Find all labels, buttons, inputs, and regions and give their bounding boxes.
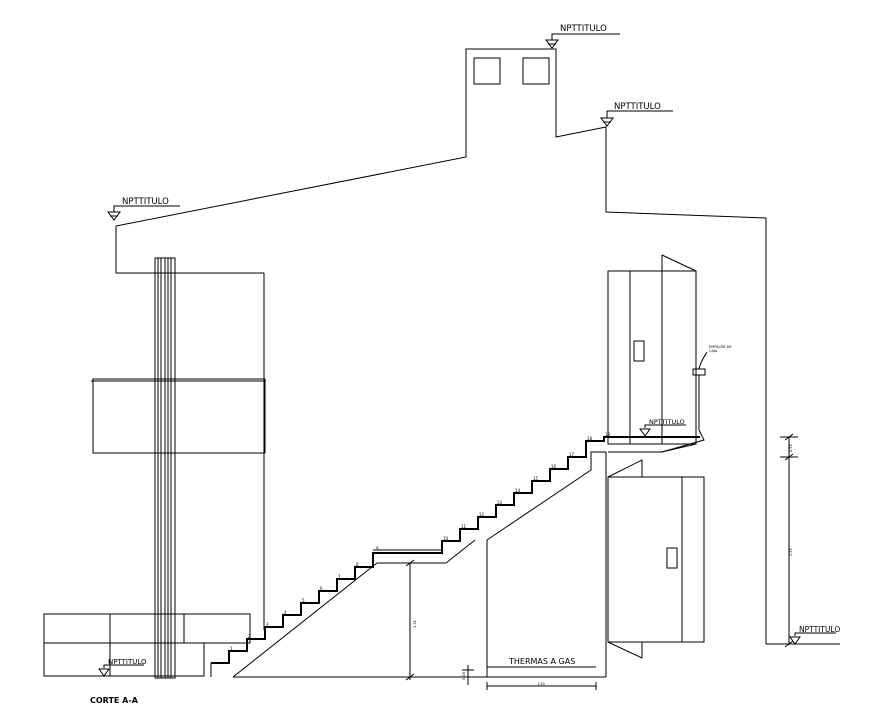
staircase — [210, 436, 700, 678]
step-number: 8 — [356, 562, 359, 567]
right-building-lower — [605, 452, 705, 677]
level-label-right-floor: NPTTITULO — [799, 625, 840, 634]
level-marker-right-floor: NPTTITULO — [789, 625, 840, 645]
section-title: CORTE A-A — [90, 696, 139, 705]
step-number: 3 — [266, 622, 269, 627]
step-numbers: 1 2 3 4 5 6 7 8 9 10 11 12 13 14 15 16 1… — [230, 432, 611, 651]
level-label-left-roof: NPTTITULO — [122, 197, 169, 207]
step-number: 4 — [284, 610, 287, 615]
step-number: 7 — [338, 574, 341, 579]
step-number: 11 — [461, 524, 467, 529]
step-number: 14 — [515, 488, 521, 493]
step-number: 12 — [479, 512, 485, 517]
dimension-floor-offset: 0.19 — [462, 665, 474, 685]
level-label-top: NPTTITULO — [560, 24, 607, 34]
level-marker-left-floor: NPTTITULO — [98, 658, 147, 677]
dimension-label: 0.55 — [789, 444, 793, 452]
step-number: 15 — [533, 476, 539, 481]
dimension-right-vertical: 0.55 2.55 — [780, 433, 798, 648]
level-label-right-roof: NPTTITULO — [614, 102, 661, 112]
dimension-label: 1.50 — [537, 682, 545, 686]
step-number: 1 — [230, 646, 233, 651]
tower-windows — [473, 57, 550, 85]
step-number: 5 — [302, 598, 305, 603]
left-building — [43, 272, 266, 677]
level-marker-landing: NPTTITULO — [639, 418, 686, 437]
step-number: 18 — [587, 436, 593, 441]
step-number: 16 — [551, 464, 557, 469]
level-marker-right-roof: NPTTITULO — [600, 102, 673, 127]
dimension-label: 2.55 — [789, 548, 793, 556]
box-note-line1: EMPALME DE — [709, 345, 732, 349]
step-number: 10 — [443, 536, 449, 541]
step-number: 6 — [320, 586, 323, 591]
dimension-stair-height: 1.31 — [405, 559, 417, 681]
roof-outline — [115, 48, 840, 645]
level-marker-left-roof: NPTTITULO — [107, 197, 180, 221]
box-note-line2: CAJA — [709, 349, 718, 353]
dimension-label: 0.19 — [462, 672, 466, 680]
water-heater-label: THERMAS A GAS — [508, 657, 575, 666]
level-label-landing: NPTTITULO — [649, 418, 685, 426]
step-number: 2 — [248, 634, 251, 639]
step-number: 17 — [569, 452, 575, 457]
right-building-upper: EMPALME DE CAJA — [607, 254, 732, 453]
step-number: 13 — [497, 500, 503, 505]
level-marker-top: NPTTITULO — [545, 24, 620, 49]
water-heater: THERMAS A GAS 1.50 — [486, 657, 597, 690]
step-number: 9 — [376, 546, 379, 551]
dimension-label: 1.31 — [413, 620, 417, 628]
column — [154, 257, 176, 679]
level-label-left-floor: NPTTITULO — [108, 658, 147, 666]
